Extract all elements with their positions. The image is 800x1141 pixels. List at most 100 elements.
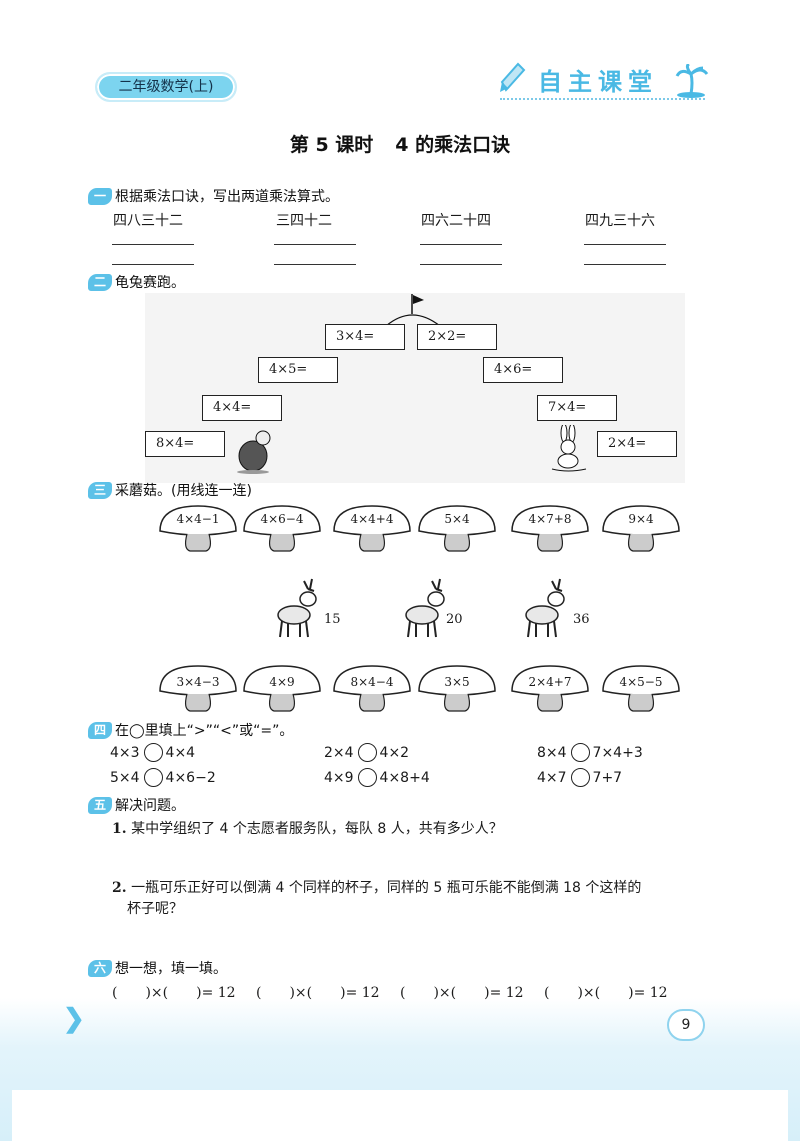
rhyme-4: 四九三十六 — [585, 213, 655, 229]
deer-icon — [525, 578, 565, 638]
lesson-title: 4 的乘法口诀 — [395, 134, 511, 156]
section-2-header: 二 龟兔赛跑。 — [88, 272, 185, 292]
answer-circle[interactable] — [143, 743, 163, 762]
section-title: 解决问题。 — [115, 798, 185, 814]
race-box[interactable]: 2×4= — [597, 431, 677, 457]
answer-circle[interactable] — [357, 743, 377, 762]
mushroom[interactable]: 4×4−1 — [157, 503, 239, 557]
compare-item: 4×3 4×4 — [110, 743, 195, 762]
section-badge: 四 — [88, 721, 112, 739]
section-badge: 五 — [88, 796, 112, 814]
section-4-header: 四 在◯里填上“>”“<”或“=”。 — [88, 720, 293, 740]
section-6-header: 六 想一想，填一填。 — [88, 958, 227, 978]
answer-circle[interactable] — [357, 768, 377, 787]
deer-icon — [277, 578, 317, 638]
deer-number[interactable]: 15 — [324, 612, 341, 627]
mushroom[interactable]: 2×4+7 — [509, 663, 591, 717]
compare-right: 7×4+3 — [592, 744, 643, 761]
footer-bottom — [12, 1090, 788, 1141]
fill-blank[interactable]: ( )×( )= 12 — [544, 985, 668, 1001]
section-title: 龟兔赛跑。 — [115, 275, 185, 291]
answer-line[interactable] — [584, 244, 666, 245]
grade-label: 二年级数学(上) — [95, 72, 237, 102]
lesson-number: 第 5 课时 — [289, 134, 374, 156]
deer-number[interactable]: 36 — [573, 612, 590, 627]
mushroom-label: 2×4+7 — [528, 675, 572, 689]
fill-blank[interactable]: ( )×( )= 12 — [400, 985, 524, 1001]
section-badge: 六 — [88, 959, 112, 977]
compare-right: 4×4 — [165, 744, 196, 761]
answer-line[interactable] — [420, 264, 502, 265]
answer-circle[interactable] — [143, 768, 163, 787]
compare-right: 4×2 — [379, 744, 410, 761]
mushroom[interactable]: 8×4−4 — [331, 663, 413, 717]
mushroom[interactable]: 4×7+8 — [509, 503, 591, 557]
answer-circle[interactable] — [570, 743, 590, 762]
mushroom-label: 4×4−1 — [176, 512, 220, 526]
page-number: 9 — [667, 1009, 705, 1041]
section-3-header: 三 采蘑菇。(用线连一连) — [88, 480, 252, 500]
mushroom[interactable]: 4×9 — [241, 663, 323, 717]
fill-blank[interactable]: ( )×( )= 12 — [112, 985, 236, 1001]
mushroom-label: 9×4 — [628, 512, 654, 526]
question-number: 2. — [112, 880, 127, 896]
chevron-right-icon: ❯ — [63, 1004, 85, 1034]
compare-left: 2×4 — [324, 744, 354, 761]
mushroom[interactable]: 3×4−3 — [157, 663, 239, 717]
rhyme-3: 四六二十四 — [421, 213, 491, 229]
race-box[interactable]: 7×4= — [537, 395, 617, 421]
question-1: 1. 某中学组织了 4 个志愿者服务队，每队 8 人，共有多少人？ — [112, 818, 503, 838]
mushroom[interactable]: 3×5 — [416, 663, 498, 717]
section-1-header: 一 根据乘法口诀，写出两道乘法算式。 — [88, 186, 339, 206]
answer-line[interactable] — [112, 244, 194, 245]
mushroom-label: 4×4+4 — [350, 512, 394, 526]
page-title: 第 5 课时 4 的乘法口诀 — [0, 130, 800, 157]
answer-line[interactable] — [274, 244, 356, 245]
mushroom-label: 3×4−3 — [176, 675, 220, 689]
mushroom-label: 3×5 — [444, 675, 470, 689]
compare-left: 5×4 — [110, 769, 140, 786]
compare-left: 4×7 — [537, 769, 567, 786]
section-badge: 一 — [88, 187, 112, 205]
brand-title: 自主课堂 — [538, 68, 658, 96]
race-box[interactable]: 4×6= — [483, 357, 563, 383]
mushroom[interactable]: 5×4 — [416, 503, 498, 557]
race-box[interactable]: 4×5= — [258, 357, 338, 383]
mushroom[interactable]: 4×5−5 — [600, 663, 682, 717]
race-box[interactable]: 4×4= — [202, 395, 282, 421]
compare-left: 4×3 — [110, 744, 140, 761]
fill-blank[interactable]: ( )×( )= 12 — [256, 985, 380, 1001]
section-title: 想一想，填一填。 — [115, 961, 227, 977]
race-area — [145, 293, 685, 483]
section-badge: 二 — [88, 273, 112, 291]
palm-tree-icon — [675, 64, 709, 98]
question-2-continued: 杯子呢？ — [127, 901, 183, 917]
question-text: 一瓶可乐正好可以倒满 4 个同样的杯子，同样的 5 瓶可乐能不能倒满 18 个这… — [131, 880, 642, 896]
mushroom-label: 4×5−5 — [619, 675, 663, 689]
rhyme-2: 三四十二 — [276, 213, 332, 229]
deer-icon — [405, 578, 445, 638]
mushroom-label: 5×4 — [444, 512, 470, 526]
rhyme-1: 四八三十二 — [113, 213, 183, 229]
header-divider — [500, 98, 705, 100]
mushroom[interactable]: 4×6−4 — [241, 503, 323, 557]
rabbit-icon — [551, 425, 587, 472]
compare-right: 4×8+4 — [379, 769, 430, 786]
mushroom-label: 8×4−4 — [350, 675, 394, 689]
mushroom[interactable]: 9×4 — [600, 503, 682, 557]
answer-line[interactable] — [112, 264, 194, 265]
answer-line[interactable] — [584, 264, 666, 265]
mushroom[interactable]: 4×4+4 — [331, 503, 413, 557]
race-box[interactable]: 3×4= — [325, 324, 405, 350]
section-title: 根据乘法口诀，写出两道乘法算式。 — [115, 189, 339, 205]
section-5-header: 五 解决问题。 — [88, 795, 185, 815]
answer-line[interactable] — [420, 244, 502, 245]
race-box[interactable]: 8×4= — [145, 431, 225, 457]
deer-number[interactable]: 20 — [446, 612, 463, 627]
answer-circle[interactable] — [570, 768, 590, 787]
race-box[interactable]: 2×2= — [417, 324, 497, 350]
answer-line[interactable] — [274, 264, 356, 265]
